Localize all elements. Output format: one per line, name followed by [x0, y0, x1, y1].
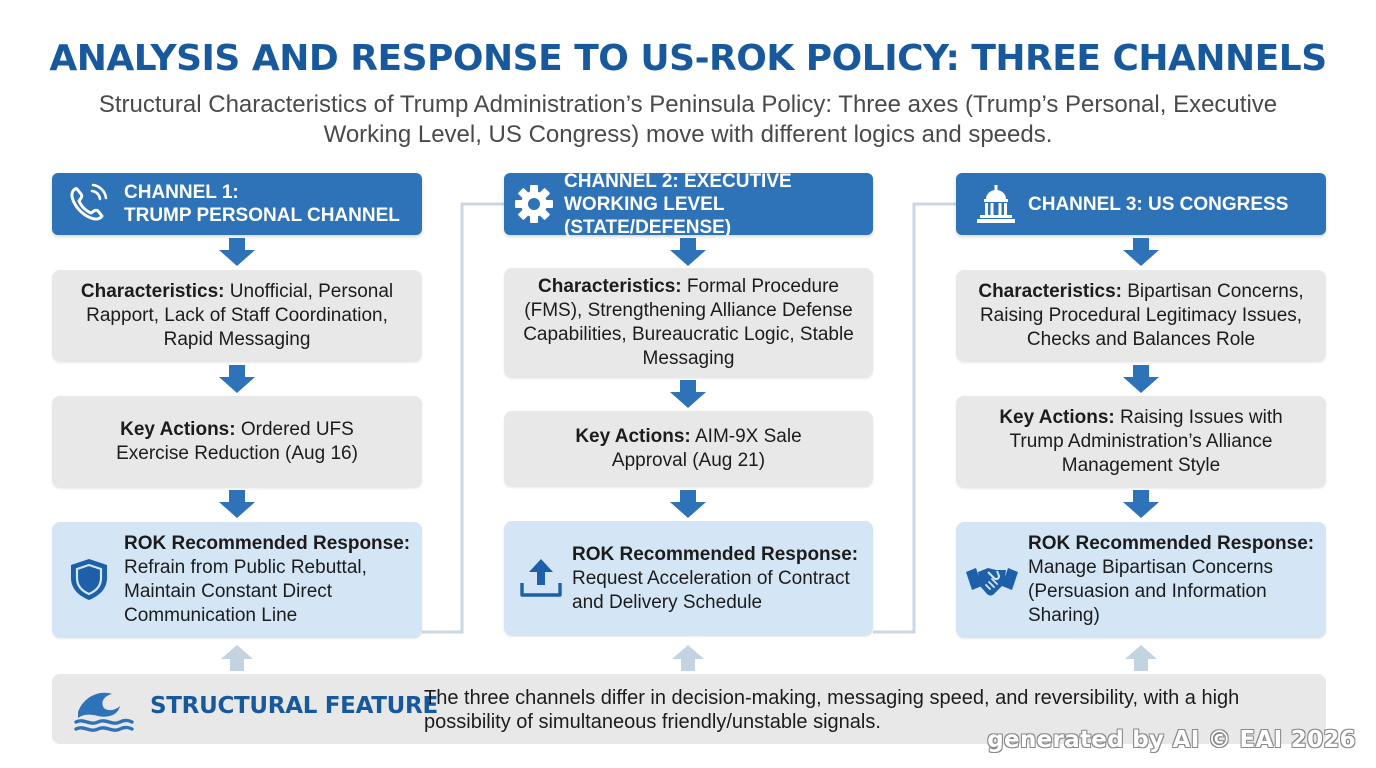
arrow-down-icon: [1123, 490, 1159, 518]
response-label: ROK Recommended Response:: [124, 533, 411, 554]
watermark: generated by AI © EAI 2026: [987, 727, 1356, 753]
characteristics-label: Characteristics:: [80, 281, 225, 302]
channel-1-key-actions: Key Actions: Ordered UFS Exercise Reduct…: [52, 396, 422, 488]
upload-icon: [520, 559, 562, 597]
handshake-icon: [966, 568, 1018, 596]
channel-3-title: CHANNEL 3: US CONGRESS: [1028, 193, 1289, 215]
arrow-down-icon: [670, 490, 706, 518]
page-title: ANALYSIS AND RESPONSE TO US-ROK POLICY: …: [49, 38, 1327, 79]
response-text: Refrain from Public Rebuttal, Maintain C…: [124, 557, 367, 626]
response-text: Manage Bipartisan Concerns (Persuasion a…: [1028, 557, 1274, 626]
channel-3-response: ROK Recommended Response: Manage Biparti…: [956, 522, 1326, 638]
channel-2-characteristics: Characteristics: Formal Procedure (FMS),…: [504, 268, 873, 378]
wave-icon: [74, 692, 134, 732]
arrow-down-icon: [670, 380, 706, 408]
response-label: ROK Recommended Response:: [572, 543, 859, 565]
channel-1-header: CHANNEL 1: TRUMP PERSONAL CHANNEL: [52, 173, 422, 235]
key-actions-label: Key Actions:: [999, 407, 1115, 428]
structural-feature-panel: STRUCTURAL FEATURE The three channels di…: [52, 674, 1326, 744]
channel-2-header: CHANNEL 2: EXECUTIVE WORKING LEVEL (STAT…: [504, 171, 873, 238]
characteristics-label: Characteristics:: [538, 276, 682, 297]
arrow-up-icon: [221, 645, 253, 671]
key-actions-text: Ordered UFS Exercise Reduction (Aug 16): [116, 419, 358, 464]
channel-3-key-actions: Key Actions: Raising Issues with Trump A…: [956, 396, 1326, 488]
arrow-down-icon: [670, 238, 706, 266]
characteristics-text: Formal Procedure (FMS), Strengthening Al…: [523, 276, 854, 369]
channel-1-characteristics: Characteristics: Unofficial, Personal Ra…: [52, 270, 422, 362]
response-label: ROK Recommended Response:: [1028, 533, 1315, 554]
arrow-down-icon: [1123, 238, 1159, 266]
characteristics-text: Unofficial, Personal Rapport, Lack of St…: [86, 281, 394, 350]
key-actions-label: Key Actions:: [575, 426, 691, 447]
channel-2-title: CHANNEL 2: EXECUTIVE WORKING LEVEL (STAT…: [564, 170, 792, 238]
structural-feature-text: The three channels differ in decision-ma…: [424, 687, 1240, 733]
channel-1-title: CHANNEL 1: TRUMP PERSONAL CHANNEL: [124, 182, 400, 226]
key-actions-text: Raising Issues with Trump Administration…: [1009, 407, 1283, 476]
arrow-down-icon: [219, 490, 255, 518]
channel-1-response: ROK Recommended Response: Refrain from P…: [52, 522, 422, 638]
channel-2-response: ROK Recommended Response: Request Accele…: [504, 521, 873, 636]
arrow-up-icon: [1125, 645, 1157, 671]
arrow-down-icon: [219, 365, 255, 393]
characteristics-text: Bipartisan Concerns, Raising Procedural …: [979, 281, 1304, 350]
phone-icon: [70, 183, 108, 221]
channel-3-characteristics: Characteristics: Bipartisan Concerns, Ra…: [956, 270, 1326, 362]
structural-feature-label: STRUCTURAL FEATURE: [150, 693, 438, 719]
response-text: Request Acceleration of Contract and Del…: [572, 567, 850, 613]
gear-icon: [515, 185, 553, 223]
arrow-down-icon: [219, 238, 255, 266]
channel-3-header: CHANNEL 3: US CONGRESS: [956, 173, 1326, 235]
characteristics-label: Characteristics:: [978, 281, 1122, 302]
capitol-icon: [977, 185, 1015, 223]
shield-icon: [71, 559, 107, 600]
arrow-down-icon: [1123, 365, 1159, 393]
key-actions-text: AIM-9X Sale Approval (Aug 21): [611, 426, 802, 471]
channel-2-key-actions: Key Actions: AIM-9X Sale Approval (Aug 2…: [504, 411, 873, 487]
page-subtitle: Structural Characteristics of Trump Admi…: [98, 91, 1278, 148]
key-actions-label: Key Actions:: [120, 419, 236, 440]
arrow-up-icon: [672, 645, 704, 671]
